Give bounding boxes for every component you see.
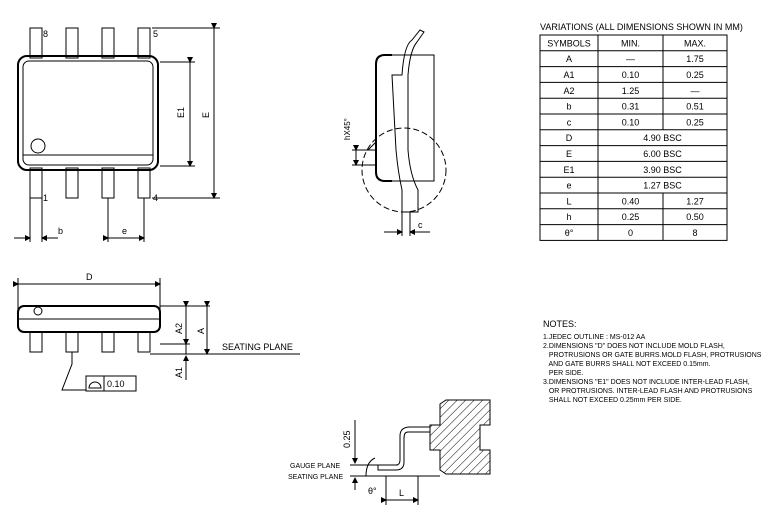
front-lead-3: [101, 331, 115, 353]
table-cell-span: 4.90 BSC: [643, 133, 682, 143]
dim-e-label: E: [201, 112, 211, 118]
lead-bottom-2: [65, 167, 79, 199]
table-cell-min: —: [626, 54, 635, 64]
lead-top-1: [29, 27, 43, 59]
table-cell-min: 0.25: [622, 212, 640, 222]
note-line: 1.JEDEC OUTLINE : MS-012 AA: [543, 334, 646, 341]
pin-1-label: 1: [43, 193, 48, 203]
detail-view: GAUGE PLANE SEATING PLANE 0.25 θ° L: [288, 399, 491, 505]
note-line: OR PROTRUSIONS. INTER-LEAD FLASH AND PRO…: [543, 388, 753, 395]
flatness-icon: [88, 381, 102, 389]
table-header-symbols: SYMBOLS: [547, 38, 591, 48]
table-cell-max: 0.51: [686, 102, 704, 112]
lead-bottom-1: [29, 167, 43, 199]
table-cell-symbol: D: [566, 133, 573, 143]
front-lead-2: [65, 331, 79, 353]
table-cell-min: 0.10: [622, 70, 640, 80]
table-cell-symbol: c: [567, 117, 572, 127]
front-lead-1: [29, 331, 43, 353]
dim-d-label: D: [86, 272, 93, 282]
table-border: [539, 34, 728, 241]
table-cell-span: 3.90 BSC: [643, 165, 682, 175]
note-line: PER SIDE.: [543, 370, 584, 377]
theta-label: θ°: [368, 486, 377, 496]
table-cell-min: 1.25: [622, 86, 640, 96]
table-cell-symbol: e: [566, 181, 571, 191]
table-cell-min: 0.40: [622, 196, 640, 206]
table-title: VARIATIONS (ALL DIMENSIONS SHOWN IN MM): [540, 22, 743, 32]
side-view: hX45° c: [343, 29, 447, 236]
dim-c-label: c: [418, 220, 423, 230]
table-cell-max: 8: [692, 228, 697, 238]
pin1-marker: [30, 138, 46, 154]
table-cell-symbol: E1: [563, 165, 574, 175]
dim-e1-label: E1: [176, 107, 186, 118]
top-view: 8 5 1 4 E1 E b e: [14, 23, 220, 242]
side-body-left: [375, 54, 392, 182]
table-cell-max: 1.27: [686, 196, 704, 206]
lead-top-4: [137, 27, 151, 59]
front-lead-4: [137, 331, 151, 353]
table-cell-symbol: E: [566, 149, 572, 159]
side-lead: [391, 29, 425, 213]
note-line: PROTRUSIONS OR GATE BURRS.MOLD FLASH, PR…: [543, 352, 762, 359]
package-body: [17, 55, 159, 171]
table-cell-max: —: [691, 86, 700, 96]
package-inner-outline: [22, 60, 154, 166]
dim-025-label: 0.25: [342, 430, 352, 448]
table-cell-max: 0.25: [686, 117, 704, 127]
table-header-min: MIN.: [621, 38, 640, 48]
dim-a2-label: A2: [174, 323, 184, 334]
note-line: SHALL NOT EXCEED 0.25mm PER SIDE.: [543, 397, 682, 404]
lead-top-3: [101, 27, 115, 59]
dim-b-label: b: [58, 226, 63, 236]
table-cell-max: 0.25: [686, 70, 704, 80]
lead-bottom-4: [137, 167, 151, 199]
table-cell-min: 0.10: [622, 117, 640, 127]
dim-pitch-label: e: [122, 226, 127, 236]
dim-a1-label: A1: [174, 367, 184, 378]
table-cell-min: 0.31: [622, 102, 640, 112]
detail-circle: [361, 127, 447, 213]
table-cell-symbol: A: [566, 54, 572, 64]
lead-top-2: [65, 27, 79, 59]
table-cell-min: 0: [628, 228, 633, 238]
table-cell-max: 0.50: [686, 212, 704, 222]
table-cell-symbol: A2: [563, 86, 574, 96]
detail-seating-plane-label: SEATING PLANE: [288, 474, 343, 481]
table-header-max: MAX.: [684, 38, 706, 48]
table-cell-span: 6.00 BSC: [643, 149, 682, 159]
coplanarity-value: 0.10: [107, 379, 125, 389]
notes-heading: NOTES:: [543, 319, 577, 329]
coplanarity-frame: [85, 375, 137, 392]
notes-block: NOTES: 1.JEDEC OUTLINE : MS-012 AA 2.DIME…: [543, 319, 762, 404]
dimensions-table: VARIATIONS (ALL DIMENSIONS SHOWN IN MM) …: [539, 22, 743, 241]
seating-plane-label: SEATING PLANE: [222, 342, 293, 352]
pin-5-label: 5: [153, 29, 158, 39]
table-cell-max: 1.75: [686, 54, 704, 64]
table-cell-symbol: h: [566, 212, 571, 222]
note-line: AND GATE BURRS SHALL NOT EXCEED 0.15mm.: [543, 361, 711, 368]
mold-section: [429, 399, 491, 475]
front-view: D SEATING PLANE A2 A A1 0.10: [13, 272, 300, 392]
gauge-plane-label: GAUGE PLANE: [290, 463, 341, 470]
dim-h-label: hX45°: [343, 118, 352, 140]
note-line: 2.DIMENSIONS "D" DOES NOT INCLUDE MOLD F…: [543, 343, 725, 350]
table-cell-symbol: b: [566, 102, 571, 112]
detail-lead: [377, 426, 431, 471]
pin-8-label: 8: [43, 29, 48, 39]
lead-bottom-3: [101, 167, 115, 199]
table-cell-symbol: A1: [563, 70, 574, 80]
table-cell-span: 1.27 BSC: [643, 181, 682, 191]
dim-a-label: A: [196, 328, 206, 334]
dim-l-label: L: [399, 488, 404, 498]
note-line: 3.DIMENSIONS "E1" DOES NOT INCLUDE INTER…: [543, 379, 750, 386]
table-cell-symbol: θ°: [565, 228, 574, 238]
theta-arc: [365, 457, 376, 477]
table-cell-symbol: L: [566, 196, 571, 206]
